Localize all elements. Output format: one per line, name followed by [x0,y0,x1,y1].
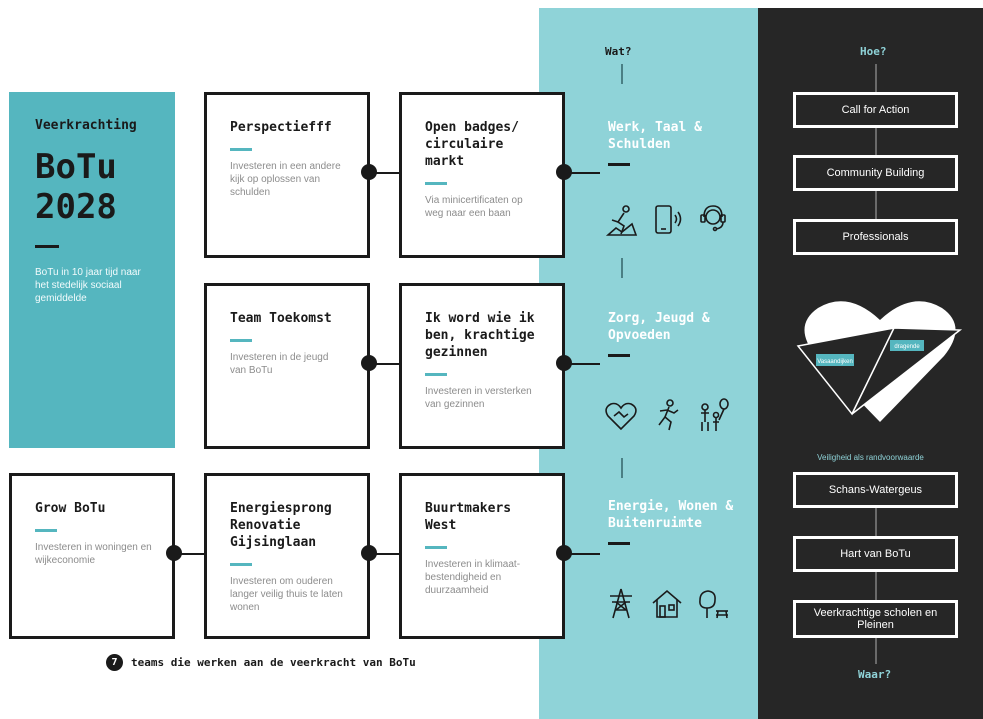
connector-dot [361,355,377,371]
card-perspectiefff: Perspectiefff Investeren in een andere k… [204,92,370,258]
waar-connector [875,572,877,600]
card-title: Ik word wie ik ben, krachtige gezinnen [425,311,535,360]
card-grow-botu: Grow BoTu Investeren in woningen en wijk… [9,473,175,639]
card-description: Investeren in woningen en wijkeconomie [35,542,152,566]
card-title: Perspectiefff [230,120,332,135]
theme-title: Energie, Wonen & Buitenruimte [608,499,734,531]
waar-item-hart-van-botu: Hart van BoTu [793,536,958,572]
card-accent [425,373,447,376]
theme-energie: Energie, Wonen & Buitenruimte [608,498,748,545]
card-accent [230,148,252,151]
card-description: Investeren in de jeugd van BoTu [230,352,329,376]
wat-heading: Wat? [605,45,632,58]
theme-title: Werk, Taal & Schulden [608,120,702,152]
hero-title-line1: BoTu [35,147,117,187]
card-description: Via minicertificaten op weg naar een baa… [425,195,523,219]
waar-note: Veiligheid als randvoorwaarde [817,453,924,462]
card-description: Investeren om ouderen langer veilig thui… [230,576,343,613]
hero-divider [35,245,59,248]
connector-dot [361,545,377,561]
card-open-badges: Open badges/ circulaire markt Via minice… [399,92,565,258]
connector-line [565,553,600,555]
theme-divider [608,163,630,166]
wat-connector [621,258,623,278]
heart-handshake-icon [605,402,637,431]
waar-item-veerkrachtige-scholen: Veerkrachtige scholen en Pleinen [793,600,958,638]
theme-werk: Werk, Taal & Schulden [608,119,748,166]
connector-line [175,553,205,555]
card-accent [425,546,447,549]
card-title: Grow BoTu [35,501,106,516]
waar-heading: Waar? [858,668,892,681]
climbing-person-icon [605,205,638,236]
connector-line [565,363,600,365]
theme-divider [608,354,630,357]
card-accent [230,339,252,342]
connector-line [565,172,600,174]
card-title: Team Toekomst [230,311,332,326]
card-description: Investeren in een andere kijk op oplosse… [230,161,341,198]
waar-connector [875,508,877,536]
connector-line [370,363,400,365]
hoe-connector [875,128,877,155]
connector-dot [166,545,182,561]
card-title: Buurtmakers West [425,501,512,533]
card-buurtmakers-west: Buurtmakers West Investeren in klimaat-b… [399,473,565,639]
theme-zorg: Zorg, Jeugd & Opvoeden [608,310,748,357]
hoe-connector [875,64,877,92]
connector-dot [361,164,377,180]
card-accent [230,563,252,566]
footer-legend: 7 teams die werken aan de veerkracht van… [106,654,416,671]
phone-icon [655,205,682,234]
connector-line [370,172,400,174]
card-title: Open badges/ circulaire markt [425,120,519,169]
theme-werk-icons [604,202,734,238]
theme-title: Zorg, Jeugd & Opvoeden [608,311,710,343]
card-krachtige-gezinnen: Ik word wie ik ben, krachtige gezinnen I… [399,283,565,449]
card-description: Investeren in versterken van gezinnen [425,386,532,410]
theme-zorg-icons [604,398,734,434]
theme-divider [608,542,630,545]
headset-person-icon [700,205,726,232]
wat-connector [621,64,623,84]
card-accent [425,182,447,185]
hoe-heading: Hoe? [860,45,887,58]
card-description: Investeren in klimaat-bestendigheid en d… [425,559,521,596]
tree-bench-icon [699,590,728,619]
waar-connector [875,636,877,664]
hero-title-line2: 2028 [35,187,117,227]
connector-dot [556,164,572,180]
connector-dot [556,545,572,561]
hero-description: BoTu in 10 jaar tijd naar het stedelijk … [35,267,141,304]
hero-subtitle: Veerkrachting [35,118,137,133]
hero-block: Veerkrachting BoTu 2028 BoTu in 10 jaar … [9,92,175,448]
card-accent [35,529,57,532]
heart-tag-left: Vasaandijken [817,359,853,365]
connector-dot [556,355,572,371]
waar-item-schans-watergeus: Schans-Watergeus [793,472,958,508]
card-team-toekomst: Team Toekomst Investeren in de jeugd van… [204,283,370,449]
heart-illustration: Vasaandijken dragende [796,301,963,422]
team-count-badge: 7 [106,654,123,671]
card-energiesprong: Energiesprong Renovatie Gijsinglaan Inve… [204,473,370,639]
theme-energie-icons [604,586,734,622]
house-icon [652,589,682,618]
hoe-item-call-for-action: Call for Action [793,92,958,128]
hoe-connector [875,191,877,219]
power-pylon-icon [610,588,632,619]
footer-text: teams die werken aan de veerkracht van B… [131,656,416,669]
running-person-icon [658,399,679,431]
hoe-item-community-building: Community Building [793,155,958,191]
wat-connector [621,458,623,478]
hoe-item-professionals: Professionals [793,219,958,255]
family-balloon-icon [701,398,729,431]
connector-line [370,553,400,555]
card-title: Energiesprong Renovatie Gijsinglaan [230,501,332,550]
heart-tag-right: dragende [894,344,920,350]
